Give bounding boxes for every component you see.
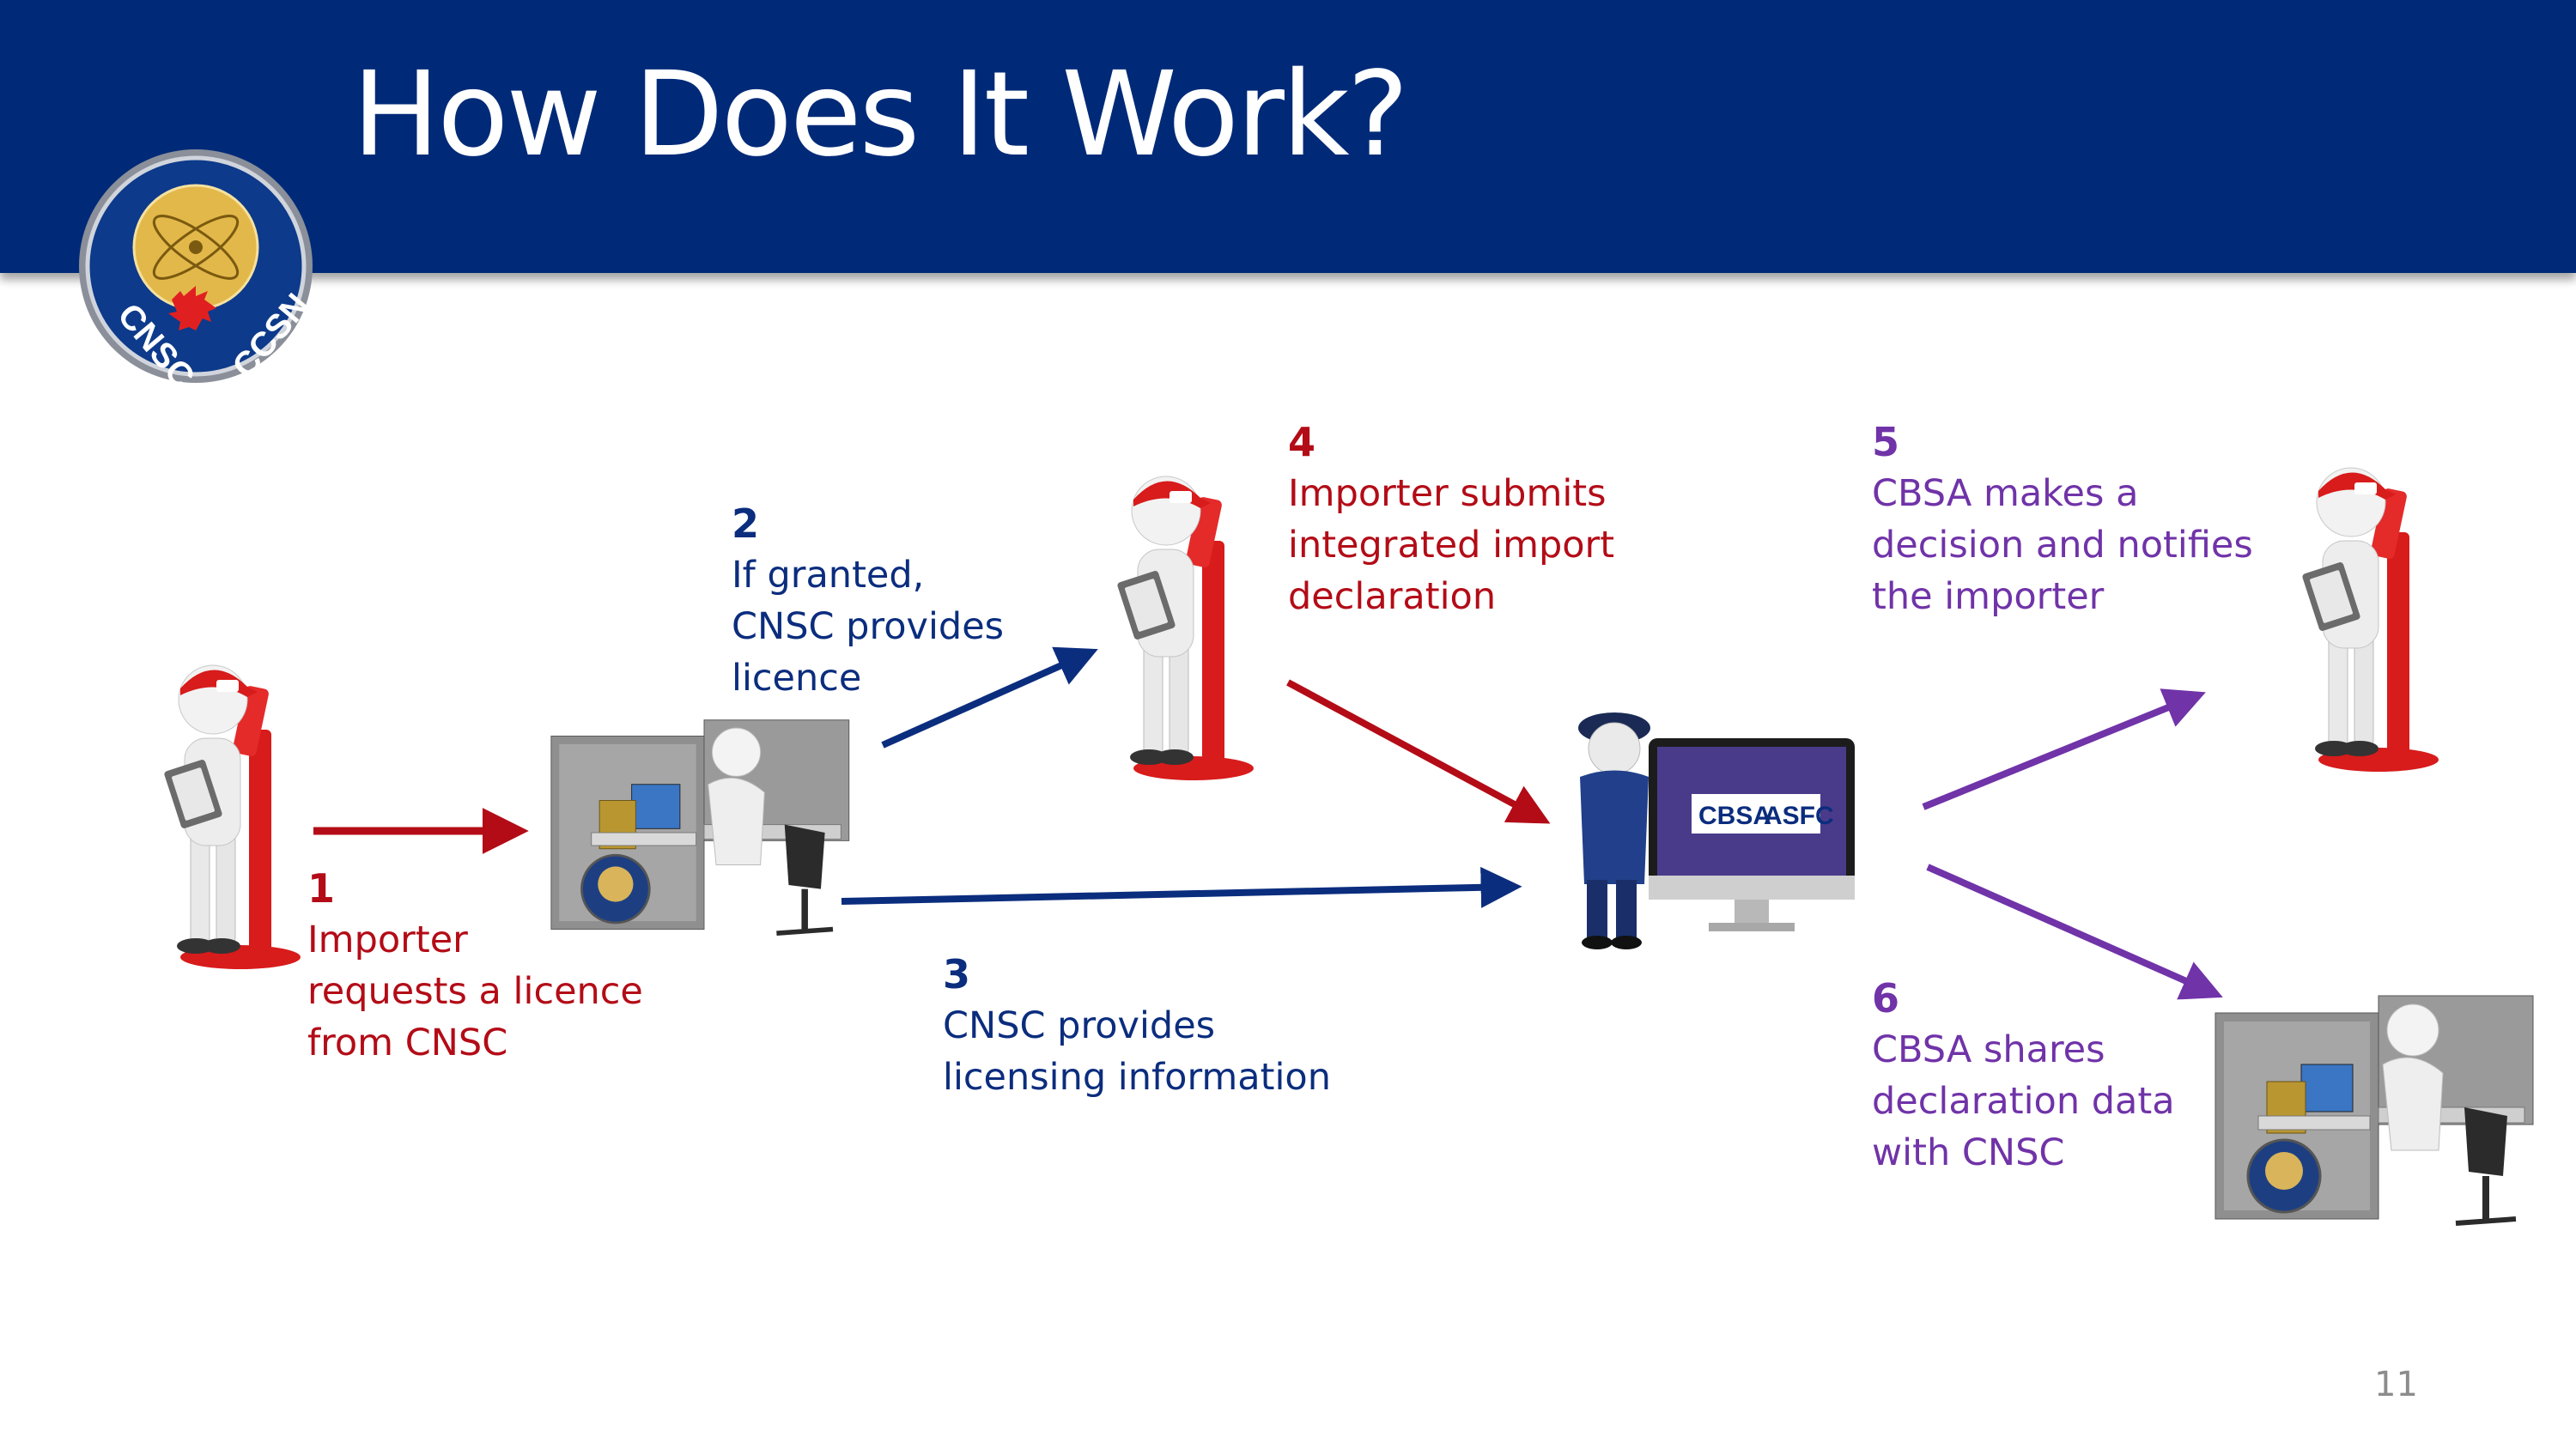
cbsa-screen-left: CBSA xyxy=(1698,802,1771,830)
maple-leaf-icon xyxy=(168,286,216,330)
arrow-step-6 xyxy=(1926,864,2223,1000)
step-2-text: If granted, CNSC provides licence xyxy=(732,554,1005,700)
step-1: 1 Importer requests a licence from CNSC xyxy=(307,863,643,1069)
step-3-text: CNSC provides licensing information xyxy=(943,1004,1331,1099)
step-4-number: 4 xyxy=(1288,419,1316,465)
step-2: 2 If granted, CNSC provides licence xyxy=(732,498,1004,704)
step-5: 5 CBSA makes a decision and notifies the… xyxy=(1872,416,2253,622)
step-6-number: 6 xyxy=(1872,975,1900,1022)
page-number: 11 xyxy=(2374,1365,2418,1404)
step-5-text: CBSA makes a decision and notifies the i… xyxy=(1872,472,2253,618)
arrow-step-2 xyxy=(881,646,1098,749)
arrow-step-5 xyxy=(1922,688,2206,810)
title-banner xyxy=(0,0,2576,273)
step-4-text: Importer submits integrated import decla… xyxy=(1288,472,1615,618)
step-6-text: CBSA shares declaration data with CNSC xyxy=(1872,1028,2175,1174)
step-3: 3 CNSC provides licensing information xyxy=(943,949,1331,1103)
step-2-number: 2 xyxy=(732,500,760,547)
step-4: 4 Importer submits integrated import dec… xyxy=(1288,416,1614,622)
cbsa-officer-monitor: CBSA ASFC xyxy=(1578,712,1855,949)
step-5-number: 5 xyxy=(1872,419,1900,465)
step-1-number: 1 xyxy=(307,865,336,912)
cnsc-logo: CNSC CCSN xyxy=(79,149,316,386)
arrow-step-4 xyxy=(1286,679,1551,824)
slide-title: How Does It Work? xyxy=(352,47,1409,183)
step-3-number: 3 xyxy=(943,951,971,997)
step-6: 6 CBSA shares declaration data with CNSC xyxy=(1872,973,2175,1179)
step-1-text: Importer requests a licence from CNSC xyxy=(307,919,643,1064)
cbsa-screen-right: ASFC xyxy=(1764,802,1834,830)
arrow-step-3 xyxy=(841,866,1522,908)
